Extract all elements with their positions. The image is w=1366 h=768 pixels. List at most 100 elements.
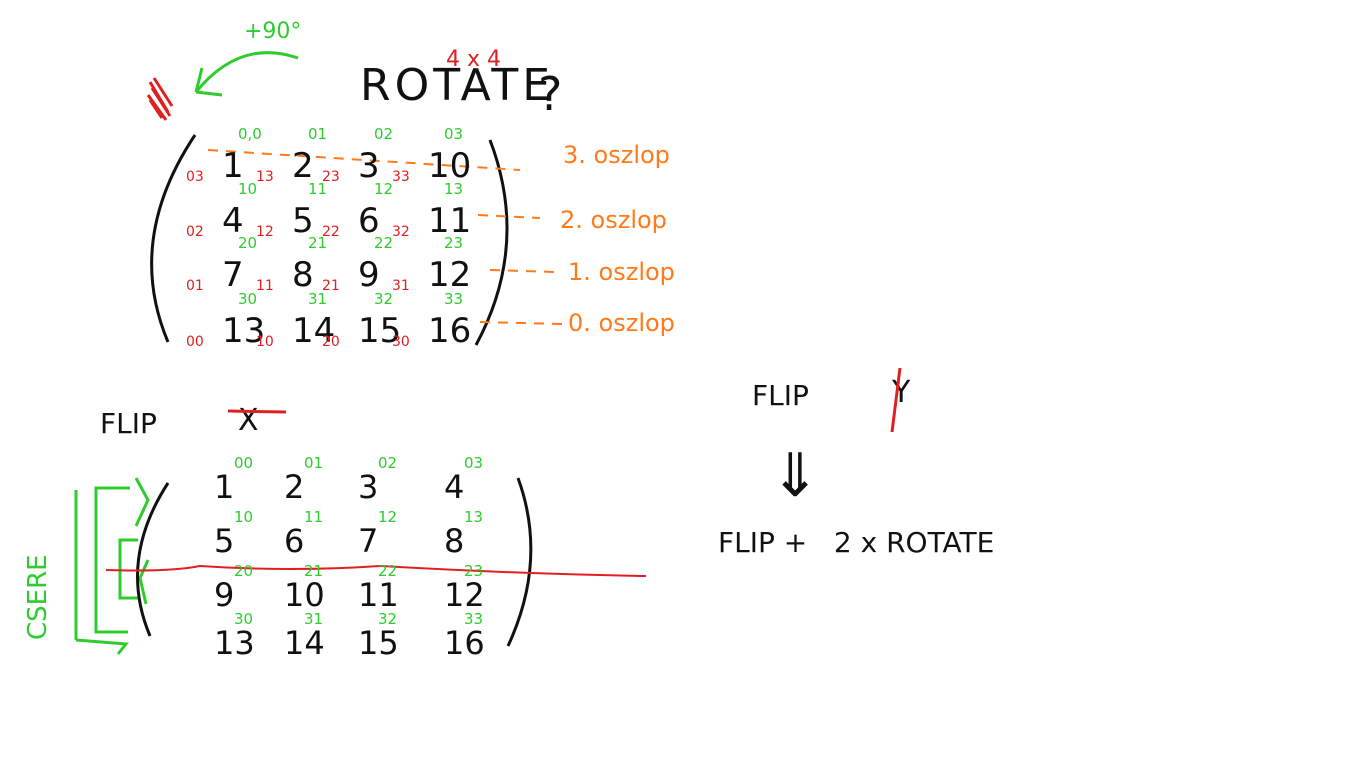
matrix-value: 1 [214,468,234,506]
red-index: 12 [256,224,274,240]
green-index: 12 [378,508,397,526]
swap-brackets [74,477,150,655]
matrix-value: 5 [214,522,234,560]
matrix-value: 14 [292,311,335,351]
red-index: 22 [322,224,340,240]
green-index: 00 [234,454,253,472]
green-index: 21 [308,234,327,252]
red-index: 31 [392,278,410,294]
green-index: 13 [464,508,483,526]
flip-label: FLIP [100,407,157,440]
matrix-value: 16 [444,624,485,662]
green-index: 32 [378,610,397,628]
rotation-arrow-icon [194,51,299,93]
matrix-value: 16 [428,311,471,351]
column-label: 2. oszlop [560,206,667,234]
green-index: 22 [378,562,397,580]
matrix-value: 7 [358,522,378,560]
red-index: 32 [392,224,410,240]
green-index: 31 [304,610,323,628]
size-note: 4 x 4 [446,47,501,72]
red-index: 02 [186,224,204,240]
column-label: 0. oszlop [568,309,675,337]
column-label: 1. oszlop [568,258,675,286]
swap-side-label: CSERE [23,554,53,640]
matrix-value: 4 [222,201,244,241]
red-index: 13 [256,169,274,185]
column-label: 3. oszlop [563,141,670,169]
red-index: 10 [256,334,274,350]
flip-y-axis-line [890,367,902,433]
matrix-value: 4 [444,468,464,506]
result-label: FLIP + 2 x ROTATE [718,526,994,559]
flip-axis-strike [227,409,287,414]
matrix-value: 5 [292,201,314,241]
red-index: 30 [392,334,410,350]
matrix-value: 15 [358,624,399,662]
matrix-value: 6 [284,522,304,560]
red-index: 01 [186,278,204,294]
green-index: 10 [234,508,253,526]
column-guides [207,149,563,325]
matrix-value: 14 [284,624,325,662]
flip-axis-line [105,564,647,577]
green-index: 01 [308,125,327,143]
matrix-value: 13 [222,311,265,351]
flip-y-section: FLIP Y ⇓ FLIP + 2 x ROTATE [718,367,994,559]
green-index: 12 [374,180,393,198]
red-index: 11 [256,278,274,294]
green-index: 13 [444,180,463,198]
matrix-value: 11 [358,576,399,614]
red-scribble-mark [146,77,174,121]
matrix-value: 7 [222,255,244,295]
matrix-value: 10 [428,146,471,186]
red-index: 00 [186,334,204,350]
matrix-value: 2 [284,468,304,506]
matrix-value: 9 [214,576,234,614]
matrix-value: 1 [222,146,244,186]
green-index: 11 [304,508,323,526]
green-index: 02 [378,454,397,472]
matrix-value: 10 [284,576,325,614]
matrix-value: 8 [444,522,464,560]
flip-matrix-right-paren [506,477,533,647]
matrix-left-paren [150,134,197,343]
column-labels: 3. oszlop 2. oszlop 1. oszlop 0. oszlop [560,141,675,337]
green-index: 21 [304,562,323,580]
matrix-value: 9 [358,255,380,295]
green-index: 31 [308,290,327,308]
rotate-title: ROTATE [360,60,554,111]
green-index: 30 [238,290,257,308]
red-index: 33 [392,169,410,185]
angle-note: +90° [244,19,301,44]
rotate-title-mark: ? [538,67,562,121]
green-index: 01 [304,454,323,472]
green-index: 32 [374,290,393,308]
green-index: 02 [374,125,393,143]
matrix-value: 2 [292,146,314,186]
red-index: 23 [322,169,340,185]
matrix-value: 3 [358,468,378,506]
red-index: 03 [186,169,204,185]
matrix-value: 12 [428,255,471,295]
green-index: 03 [464,454,483,472]
green-index: 11 [308,180,327,198]
green-index: 30 [234,610,253,628]
red-index: 21 [322,278,340,294]
matrix-right-paren [474,139,509,346]
green-index: 20 [234,562,253,580]
green-index: 23 [464,562,483,580]
green-index: 03 [444,125,463,143]
red-index: 20 [322,334,340,350]
green-index: 10 [238,180,257,198]
matrix-value: 15 [358,311,401,351]
matrix-value: 3 [358,146,380,186]
flip-x-section: FLIP X CSERE 100201302403510611712813920… [23,403,647,662]
green-index: 0,0 [238,125,262,143]
implies-arrow-icon: ⇓ [770,441,820,511]
green-index: 20 [238,234,257,252]
flip-axis-label: X [238,403,259,438]
rotation-arrow-head-icon [194,67,223,97]
